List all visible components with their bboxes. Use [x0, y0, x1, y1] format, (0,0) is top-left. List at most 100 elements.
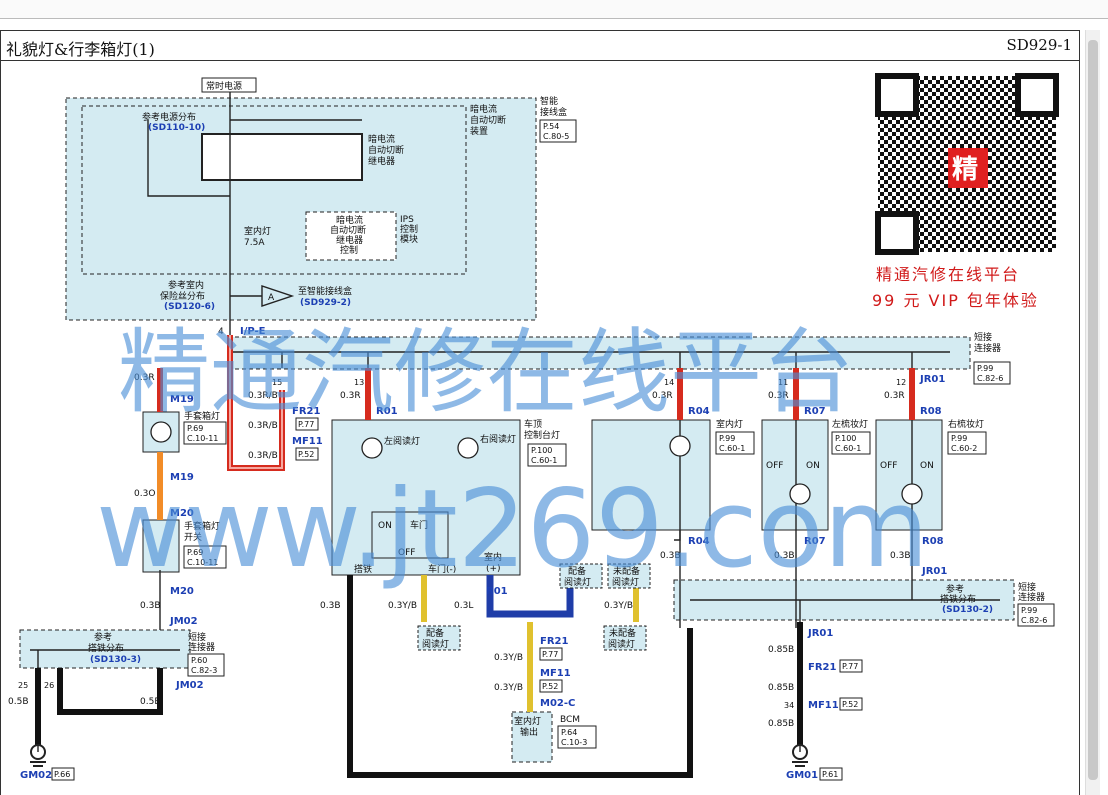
gm01-label: GM01	[786, 770, 818, 781]
jr01-top: JR01	[919, 374, 945, 385]
wire-0-85b-c: 0.85B	[768, 719, 794, 729]
jm02-bottom: JM02	[175, 680, 204, 691]
wire-0-3b-c: 0.3B	[660, 551, 681, 561]
wire-0-3r-e: 0.3R	[884, 391, 905, 401]
rvan-off: OFF	[880, 461, 897, 471]
wire-0-3r-a: 0.3R	[134, 373, 155, 383]
ovh-door-minus: 车门(-)	[428, 563, 456, 575]
fr21-b: FR21	[540, 636, 568, 647]
gm02-label: GM02	[20, 770, 52, 781]
ref-gnd-right-2: 搭铁分布	[940, 593, 976, 605]
wire-0-3yb-a: 0.3Y/B	[388, 601, 417, 611]
wiring-diagram: 精 精通汽修在线平台 99 元 VIP 包年体验 常时电源 参考电源分布 (SD…	[8, 73, 1059, 781]
ovh-conn: C.60-1	[531, 456, 557, 465]
fr21-c: FR21	[808, 662, 836, 673]
short-left-2: 连接器	[188, 641, 215, 653]
ovh-room-plus: (+)	[486, 564, 501, 574]
glove-conn: C.10-11	[187, 434, 218, 443]
m19-top: M19	[170, 394, 194, 405]
jr01-connector	[227, 336, 971, 370]
ovh-label-1: 车顶	[524, 418, 542, 430]
short-right-page: P.99	[1021, 606, 1037, 615]
left-read-lamp: 左阅读灯	[384, 435, 420, 447]
bcm-page: P.64	[561, 728, 577, 737]
wire-0-3yb-c: 0.3Y/B	[494, 653, 523, 663]
rvan-page: P.99	[951, 434, 967, 443]
lvan-on: ON	[806, 461, 820, 471]
jr01-bottom: JR01	[807, 628, 833, 639]
jr01-conn: C.82-6	[977, 374, 1003, 383]
m02c: M02-C	[540, 698, 575, 709]
page-code: SD929-1	[1006, 36, 1072, 54]
rvan-conn: C.60-2	[951, 444, 977, 453]
pin-26: 26	[44, 681, 54, 690]
wire-0-3rb-b: 0.3R/B	[248, 421, 278, 431]
ref-power-code: (SD110-10)	[148, 123, 205, 133]
pin-25: 25	[18, 681, 28, 690]
wire-0-3l: 0.3L	[454, 601, 473, 611]
wire-0-3o: 0.3O	[134, 489, 155, 499]
to-sjb-1: 至智能接线盒	[298, 285, 352, 297]
title-divider	[0, 60, 1080, 61]
right-vanity-lamp	[875, 419, 943, 531]
ipe-connector: I/P-E	[240, 326, 266, 337]
short-right-2: 连接器	[1018, 591, 1045, 603]
lvan-page: P.100	[835, 434, 856, 443]
r04-bottom: R04	[688, 536, 710, 547]
mf11-c: MF11	[808, 700, 839, 711]
sjb-label-1: 智能	[540, 95, 558, 107]
ref-fuse-2: 保险丝分布	[160, 290, 205, 302]
power-label: 常时电源	[206, 80, 242, 92]
wire-0-3b-a: 0.3B	[140, 601, 161, 611]
gm01-ground-icon	[792, 744, 808, 760]
fr21-b-page: P.77	[542, 650, 558, 659]
fuse-value: 7.5A	[244, 238, 265, 248]
ref-gnd-left-1: 参考	[94, 631, 112, 643]
ovh-room-in: 室内	[484, 551, 502, 563]
jr01-mid: JR01	[921, 566, 947, 577]
pin-12: 12	[896, 378, 906, 387]
ad-line-2: 99 元 VIP 包年体验	[872, 291, 1039, 310]
relay-label-2: 自动切断	[368, 144, 404, 156]
pin-13: 13	[354, 378, 364, 387]
relay-label-1: 暗电流	[368, 133, 395, 145]
ref-fuse-3: (SD120-6)	[164, 302, 215, 312]
m20-top: M20	[170, 508, 194, 519]
room-conn: C.60-1	[719, 444, 745, 453]
dark-label-1: 暗电流	[470, 103, 497, 115]
with-read-bot-1: 配备	[426, 627, 444, 639]
r07-top: R07	[804, 406, 826, 417]
wire-0-3r-b: 0.3R	[340, 391, 361, 401]
top-strip	[0, 0, 1108, 19]
on-off-switch	[371, 511, 449, 559]
mf11-a: MF11	[292, 436, 323, 447]
gm02-ground-icon	[30, 744, 46, 760]
left-vanity-lamp	[761, 419, 829, 531]
ipe-pin: 4	[218, 327, 224, 337]
diagram-frame	[0, 30, 1080, 795]
fr21-a-page: P.77	[298, 420, 314, 429]
wire-0-85b-b: 0.85B	[768, 683, 794, 693]
short-right-conn: C.82-6	[1021, 616, 1047, 625]
pin-11: 11	[778, 378, 788, 387]
wo-read-top-1: 未配备	[613, 565, 640, 577]
watermark-line-1: 精通汽修在线平台	[118, 319, 854, 426]
glove-lamp-label: 手套箱灯	[184, 410, 220, 422]
mf11-b-page: P.52	[542, 682, 558, 691]
wo-read-top-2: 阅读灯	[612, 576, 639, 588]
wo-read-bot-2: 阅读灯	[608, 638, 635, 650]
ad-line-1: 精通汽修在线平台	[876, 265, 1020, 284]
mf11-c-page: P.52	[842, 700, 858, 709]
left-vanity-label: 左梳妆灯	[832, 418, 868, 430]
jr01-page: P.99	[977, 364, 993, 373]
right-vanity-label: 右梳妆灯	[948, 418, 984, 430]
ips-label-1: 暗电流	[336, 214, 363, 226]
scrollbar-thumb[interactable]	[1088, 40, 1098, 780]
switch-on: ON	[378, 521, 392, 531]
ref-gnd-right-3: (SD130-2)	[942, 605, 993, 615]
pin-14: 14	[664, 378, 674, 387]
glove-switch-conn: C.10-11	[187, 558, 218, 567]
bcm-label: BCM	[560, 715, 580, 725]
jm02-connector	[19, 629, 191, 669]
ips-label-3: 继电器	[336, 234, 363, 246]
